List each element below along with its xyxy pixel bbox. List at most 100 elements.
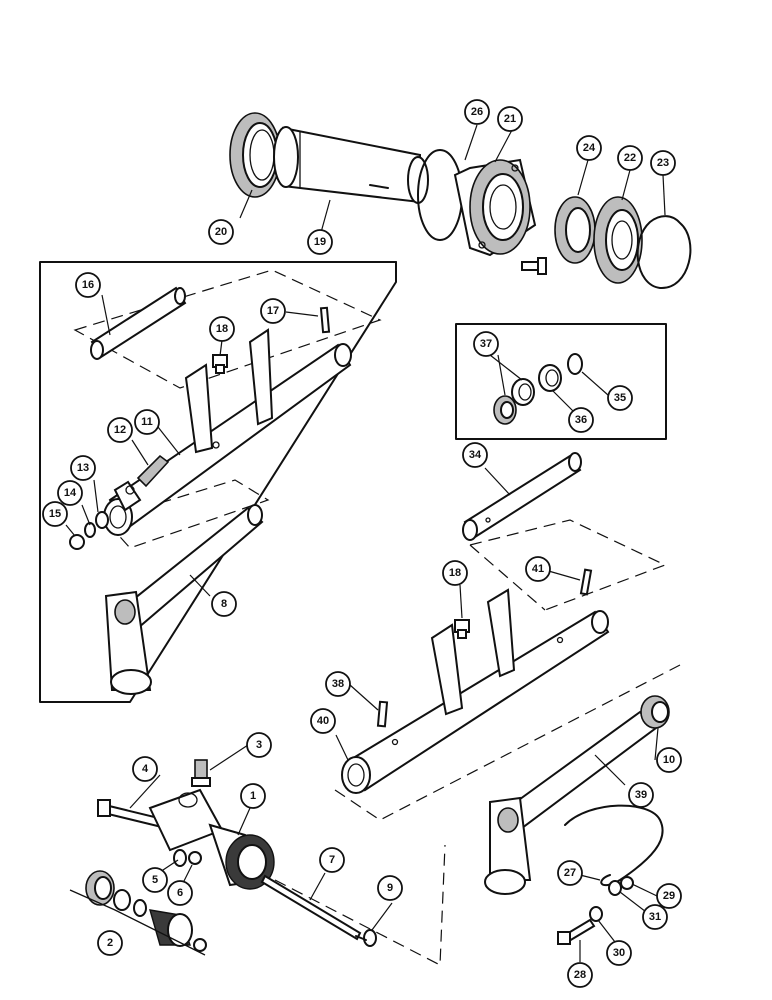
svg-text:26: 26	[471, 106, 483, 118]
washer-5	[173, 849, 187, 867]
nut-6	[188, 851, 202, 865]
svg-text:12: 12	[114, 424, 126, 436]
washer-37b	[511, 378, 535, 406]
sleeve-tube-19	[273, 126, 429, 204]
callout-12: 12	[107, 417, 133, 443]
svg-text:14: 14	[64, 487, 77, 499]
callout-29: 29	[656, 883, 682, 909]
pin-12	[136, 454, 170, 488]
svg-text:19: 19	[314, 236, 326, 248]
callout-14: 14	[57, 480, 83, 506]
svg-text:39: 39	[635, 789, 647, 801]
svg-text:5: 5	[152, 874, 158, 886]
callout-24: 24	[576, 135, 602, 161]
callout-3: 3	[246, 732, 272, 758]
leader-lines	[65, 124, 666, 962]
screw-18b	[454, 619, 470, 639]
svg-text:37: 37	[480, 338, 492, 350]
washer-31	[608, 880, 622, 896]
spring-27	[564, 804, 664, 887]
grease-fitting-3	[191, 759, 211, 787]
callout-20: 20	[208, 219, 234, 245]
callout-7: 7	[319, 847, 345, 873]
callout-36: 36	[568, 407, 594, 433]
washer-14	[84, 522, 96, 538]
housing-bolt	[521, 257, 547, 275]
svg-text:28: 28	[574, 969, 586, 981]
svg-text:35: 35	[614, 392, 626, 404]
callout-6: 6	[167, 880, 193, 906]
seal-24	[554, 196, 596, 264]
callout-35: 35	[607, 385, 633, 411]
cylinder-assembly	[69, 759, 446, 966]
callout-10: 10	[656, 747, 682, 773]
svg-text:27: 27	[564, 867, 576, 879]
svg-text:7: 7	[329, 854, 335, 866]
svg-text:21: 21	[504, 113, 516, 125]
pin-34	[462, 452, 582, 541]
callout-23: 23	[650, 150, 676, 176]
washer-36	[538, 364, 562, 392]
svg-text:36: 36	[575, 414, 587, 426]
callout-18a: 18	[209, 316, 235, 342]
svg-text:17: 17	[267, 305, 279, 317]
rod-7	[260, 874, 362, 941]
svg-text:6: 6	[177, 887, 183, 899]
svg-text:16: 16	[82, 279, 94, 291]
callout-9: 9	[377, 875, 403, 901]
callout-16: 16	[75, 272, 101, 298]
washer-13	[95, 511, 109, 529]
clevis-pin-9	[355, 929, 377, 947]
bearing-22	[593, 196, 643, 284]
callout-39: 39	[628, 782, 654, 808]
svg-text:18: 18	[449, 567, 461, 579]
svg-text:3: 3	[256, 739, 262, 751]
seal-kit-2	[69, 870, 207, 956]
callout-2: 2	[97, 930, 123, 956]
callout-4: 4	[132, 756, 158, 782]
svg-text:24: 24	[583, 142, 596, 154]
callout-17: 17	[260, 298, 286, 324]
svg-text:40: 40	[317, 715, 329, 727]
svg-text:18: 18	[216, 323, 228, 335]
bearing-housing-21	[453, 158, 537, 257]
left-detail-frame	[39, 261, 397, 703]
nut-29	[620, 876, 634, 890]
shift-shaft-40	[341, 588, 610, 794]
svg-text:13: 13	[77, 462, 89, 474]
cylinder-body-1	[148, 788, 275, 890]
svg-text:2: 2	[107, 937, 113, 949]
callout-27: 27	[557, 860, 583, 886]
callout-41: 41	[525, 556, 551, 582]
callout-22: 22	[617, 145, 643, 171]
lever-shaft-39	[484, 695, 670, 895]
svg-text:4: 4	[142, 763, 149, 775]
callout-40: 40	[310, 708, 336, 734]
callout-13: 13	[70, 455, 96, 481]
svg-text:9: 9	[387, 882, 393, 894]
callout-18b: 18	[442, 560, 468, 586]
svg-text:11: 11	[141, 416, 153, 428]
callout-19: 19	[307, 229, 333, 255]
pin-16	[90, 286, 187, 360]
callout-34: 34	[462, 442, 488, 468]
svg-text:1: 1	[250, 790, 256, 802]
svg-text:22: 22	[624, 152, 636, 164]
callout-5: 5	[142, 867, 168, 893]
callout-8: 8	[211, 591, 237, 617]
callout-15: 15	[42, 501, 68, 527]
spring-assembly	[557, 804, 664, 945]
svg-text:8: 8	[221, 598, 227, 610]
callout-26: 26	[464, 99, 490, 125]
callout-30: 30	[606, 940, 632, 966]
lever-shaft-8	[104, 504, 264, 695]
svg-text:15: 15	[49, 508, 61, 520]
svg-text:41: 41	[532, 563, 544, 575]
shift-shaft-11	[103, 328, 352, 536]
roll-pin-17	[319, 306, 331, 334]
washer-30	[589, 906, 603, 922]
circlip-23	[636, 215, 692, 290]
callout-21: 21	[497, 106, 523, 132]
svg-text:23: 23	[657, 157, 669, 169]
